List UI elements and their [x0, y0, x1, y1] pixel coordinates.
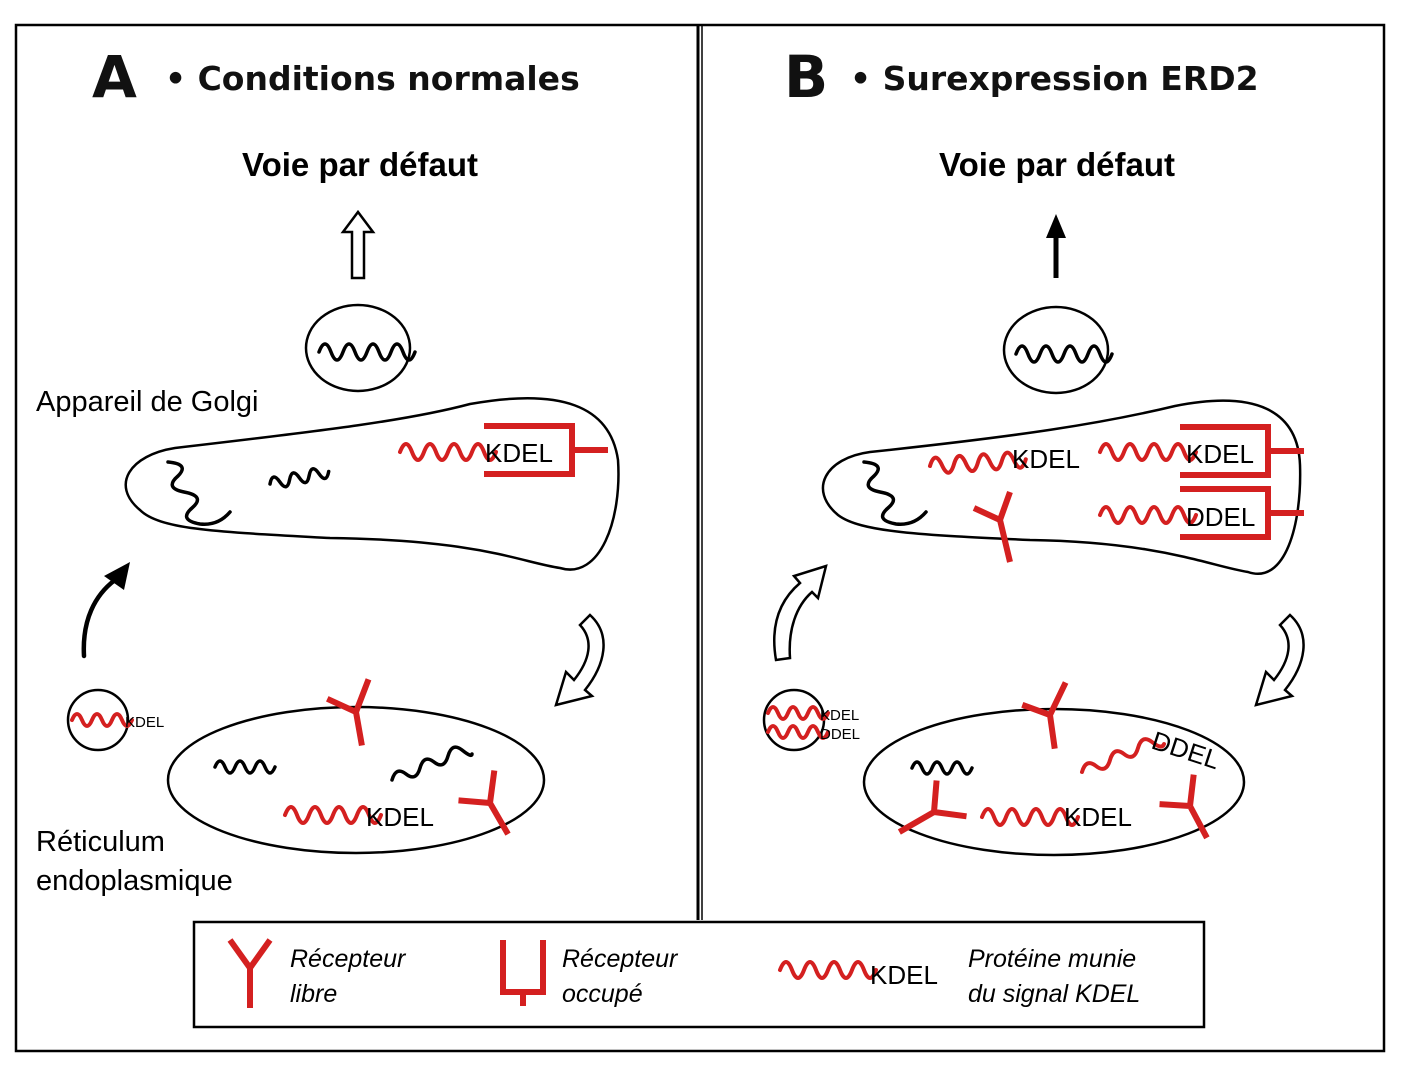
panel-a-transport-vesicle: [66, 688, 130, 752]
panel-b-er-ddel-label: DDEL: [1148, 725, 1223, 775]
panel-a-er-free-receptor-2: [458, 770, 511, 836]
legend: Récepteur libre Récepteur occupé KDEL Pr…: [192, 920, 1206, 1029]
panel-b-golgi-bound-kdel-label: KDEL: [1186, 439, 1254, 469]
panel-b-golgi-to-er-arrow: [1254, 613, 1305, 707]
panel-a-default-arrow: [340, 209, 376, 280]
panel-b-er-free-receptor-3: [1159, 774, 1210, 840]
panel-a-er-protein-2: [390, 745, 474, 782]
panel-b-secretory-vesicle: [1002, 305, 1110, 395]
panel-b-golgi-bound-ddel-protein: [1098, 505, 1198, 525]
panel-b-title: • Surexpression ERD2: [850, 59, 1259, 98]
panel-a-er-free-receptor-1: [326, 678, 372, 747]
panel-b-er-free-receptor-2: [897, 780, 967, 835]
outer-frame: [14, 23, 1386, 1053]
panel-b-transport-vesicle: [762, 688, 826, 752]
panel-a-golgi-protein-2: [267, 463, 332, 492]
free-receptor-icon: [227, 938, 273, 1008]
panel-b-er-protein-1: [910, 760, 974, 776]
panel-b-er-ddel-protein: [1080, 737, 1166, 774]
panel-b-vesicle-ddel-label: DDEL: [820, 726, 860, 743]
panel-a-vesicle-kdel-label: KDEL: [125, 714, 164, 731]
bound-receptor-icon: [500, 940, 546, 1006]
panel-b: B • Surexpression ERD2 Voie par défaut K…: [762, 43, 1305, 857]
panel-b-default-pathway-label: Voie par défaut: [939, 146, 1175, 183]
legend-protein-signal: KDEL: [870, 960, 938, 990]
legend-protein-line1: Protéine munie: [968, 945, 1136, 973]
legend-protein-line2: du signal KDEL: [968, 980, 1140, 1008]
panel-a-golgi: [124, 397, 620, 571]
panel-a-vesicle-kdel-protein: [70, 712, 134, 728]
panel-b-golgi-free-receptor: [972, 490, 1013, 563]
panel-a-golgi-to-er-arrow: [554, 613, 605, 707]
panel-b-letter: B: [784, 43, 828, 111]
legend-box: [192, 920, 1206, 1029]
panel-a-secretory-vesicle: [304, 303, 412, 393]
panel-b-golgi: [821, 399, 1302, 575]
panel-a-er-protein-1: [213, 759, 277, 775]
panel-b-vesicle-kdel-label: KDEL: [820, 707, 859, 724]
panel-a-er-to-golgi-arrow: [81, 577, 118, 659]
legend-bound-receptor-line1: Récepteur: [562, 945, 679, 973]
panel-b-golgi-bound-ddel-label: DDEL: [1186, 502, 1255, 532]
legend-free-receptor-line1: Récepteur: [290, 945, 407, 973]
panel-a-vesicle-protein: [317, 342, 417, 362]
panel-b-vesicle-kdel-protein: [766, 705, 830, 721]
panel-a: A • Conditions normales Voie par défaut …: [36, 43, 620, 897]
panel-a-er-label-line1: Réticulum: [36, 826, 165, 858]
panel-a-default-pathway-label: Voie par défaut: [242, 146, 478, 183]
panel-b-golgi-bound-kdel-protein: [1098, 442, 1198, 462]
panel-a-golgi-kdel-protein: [398, 442, 498, 462]
panel-a-letter: A: [92, 43, 137, 111]
legend-free-receptor-line2: libre: [290, 980, 337, 1008]
panel-a-title: • Conditions normales: [165, 59, 580, 98]
panel-a-er-to-golgi-arrowhead: [104, 562, 130, 590]
panel-a-golgi-protein-1: [166, 460, 232, 526]
panel-b-er-free-receptor-1: [1021, 681, 1069, 750]
panel-b-default-arrow-head: [1046, 214, 1066, 238]
panel-a-golgi-label: Appareil de Golgi: [36, 386, 258, 418]
panel-b-er-kdel-label: KDEL: [1064, 802, 1132, 832]
panel-a-er-kdel-label: KDEL: [366, 802, 434, 832]
panel-a-golgi-kdel-label: KDEL: [485, 438, 553, 468]
panel-b-er-to-golgi-arrow: [773, 564, 828, 662]
panel-b-vesicle-protein: [1014, 344, 1114, 364]
panel-b-golgi-free-kdel-label: KDEL: [1012, 444, 1080, 474]
legend-bound-receptor-line2: occupé: [562, 980, 643, 1008]
panel-b-golgi-protein-1: [862, 460, 928, 526]
panel-b-vesicle-ddel-protein: [766, 724, 830, 740]
panel-a-er-label-line2: endoplasmique: [36, 865, 233, 897]
